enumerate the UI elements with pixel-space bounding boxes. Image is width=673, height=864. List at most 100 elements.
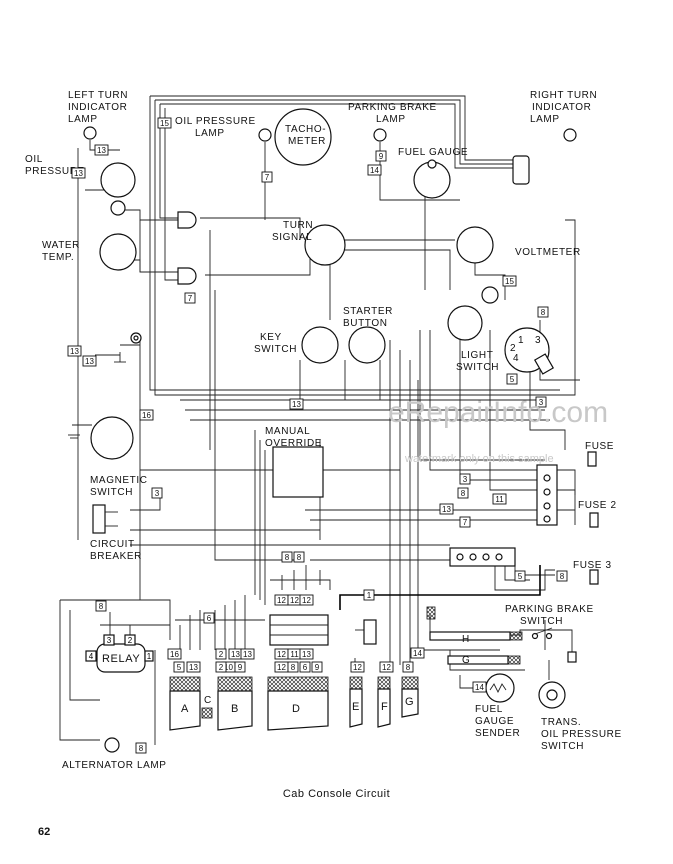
wire-tag-number: 9 [379, 152, 384, 161]
wire-tag: 12 [274, 648, 289, 660]
label-turn-signal-2: SIGNAL [272, 232, 312, 243]
voltmeter: VOLTMETER [456, 226, 580, 264]
connector-c: C [201, 695, 213, 719]
wire-tag: 11 [287, 648, 302, 660]
wire-tag-number: 7 [265, 173, 270, 182]
wire-tag: 7 [459, 516, 471, 528]
wire-tag-number: 5 [510, 375, 515, 384]
wire-tag-number: 8 [541, 308, 546, 317]
label-light-pin-2: 2 [510, 343, 516, 354]
connector-e: E [349, 676, 363, 728]
harness-connector-top-right [512, 155, 530, 185]
label-light-switch-1: LIGHT [461, 350, 493, 361]
gauge-lamp-small [110, 200, 126, 216]
wire-tag: 2 [215, 661, 227, 673]
fuse-3: FUSE 3 [573, 560, 612, 585]
wire-tag-number: 15 [160, 119, 169, 128]
wire-tag: 16 [167, 648, 182, 660]
wire-tag-number: 3 [155, 489, 160, 498]
circuit-breaker: CIRCUIT BREAKER [90, 504, 141, 562]
label-magnetic-switch-2: SWITCH [90, 487, 133, 498]
wire-tag: 3 [459, 473, 471, 485]
wire-tag: 3 [535, 396, 547, 408]
label-right-turn-3: LAMP [530, 114, 560, 125]
wire-tag-number: 13 [292, 400, 301, 409]
wire-tag: 13 [67, 345, 82, 357]
label-water-temp-2: TEMP. [42, 252, 74, 263]
fuel-gauge: FUEL GAUGE [398, 147, 467, 199]
left-turn-indicator-lamp: LEFT TURN INDICATOR LAMP [68, 90, 128, 140]
wire-tag: 14 [472, 681, 487, 693]
wire-h: H [426, 606, 523, 645]
label-oil-pressure-1: OIL [25, 154, 43, 165]
wire-tag-number: 14 [413, 649, 422, 658]
manual-override: MANUAL OVERRIDE [265, 426, 324, 498]
label-wire-h: H [462, 634, 470, 645]
wire-tag-number: 13 [74, 169, 83, 178]
key-switch: KEY SWITCH [254, 326, 339, 364]
label-right-turn-1: RIGHT TURN [530, 90, 597, 101]
wire-tag-number: 6 [207, 614, 212, 623]
wire-tag: 16 [139, 409, 154, 421]
oil-pressure-gauge: OIL PRESSURE [25, 154, 136, 198]
wire-tag-number: 8 [461, 489, 466, 498]
label-fuel-sender-2: GAUGE [475, 716, 514, 727]
wire-tag: 12 [299, 594, 314, 606]
label-left-turn-2: INDICATOR [68, 102, 127, 113]
wire-tag-number: 2 [219, 650, 224, 659]
label-key-switch-2: SWITCH [254, 344, 297, 355]
label-trans-2: OIL PRESSURE [541, 729, 622, 740]
wire-tag-number: 3 [539, 398, 544, 407]
wire-tag: 11 [492, 493, 507, 505]
wire-tag: 13 [240, 648, 255, 660]
wire-tag-number: 12 [382, 663, 391, 672]
label-parking-lamp-2: LAMP [376, 114, 406, 125]
wire-tag-number: 10 [224, 663, 233, 672]
wire-tag: 13 [71, 167, 86, 179]
wire-tag-number: 5 [518, 572, 523, 581]
label-alternator-lamp: ALTERNATOR LAMP [62, 760, 167, 771]
wire-tag-number: 9 [238, 663, 243, 672]
label-oil-pressure-lamp-1: OIL PRESSURE [175, 116, 256, 127]
wire-tag: 1 [363, 589, 375, 601]
label-parking-lamp-1: PARKING BRAKE [348, 102, 437, 113]
wire-tag: 6 [203, 612, 215, 624]
connector-a: A [169, 676, 201, 731]
label-key-switch-1: KEY [260, 332, 282, 343]
label-left-turn-1: LEFT TURN [68, 90, 128, 101]
wire-tag-number: 5 [177, 663, 182, 672]
wire-tag-number: 8 [139, 744, 144, 753]
light-switch: LIGHT SWITCH 1 2 3 4 [456, 327, 555, 375]
wire-tag: 12 [287, 594, 302, 606]
wire-tag-number: 11 [495, 495, 504, 504]
water-temp-gauge: WATER TEMP. [42, 233, 137, 271]
wire-tag-number: 13 [302, 650, 311, 659]
bulb-socket-upper [177, 211, 197, 229]
connector-d: D [267, 676, 329, 731]
label-conn-g: G [405, 696, 414, 708]
label-light-switch-2: SWITCH [456, 362, 499, 373]
right-turn-indicator-lamp: RIGHT TURN INDICATOR LAMP [530, 90, 597, 142]
wire-tag-number: 12 [277, 650, 286, 659]
dash-lamp-round [447, 305, 483, 341]
label-fuse-3: FUSE 3 [573, 560, 612, 571]
diagram-caption: Cab Console Circuit [282, 788, 391, 800]
connector-f: F [377, 676, 391, 728]
parking-brake-switch: PARKING BRAKE SWITCH [505, 604, 593, 663]
wire-tag: 9 [375, 150, 387, 162]
wire-tag-number: 16 [170, 650, 179, 659]
fuel-gauge-sender: FUEL GAUGE SENDER [475, 673, 520, 739]
label-light-pin-3: 3 [535, 335, 541, 346]
page-number: 62 [38, 826, 51, 838]
wire-tag-number: 12 [353, 663, 362, 672]
label-starter-1: STARTER [343, 306, 393, 317]
wire-tag-number: 13 [442, 505, 451, 514]
wire-tag: 12 [274, 594, 289, 606]
wire-tag-number: 8 [99, 602, 104, 611]
label-light-pin-1: 1 [518, 335, 524, 346]
wire-tag-number: 13 [70, 347, 79, 356]
wire-tag-number: 8 [406, 663, 411, 672]
label-oil-pressure-lamp-2: LAMP [195, 128, 225, 139]
